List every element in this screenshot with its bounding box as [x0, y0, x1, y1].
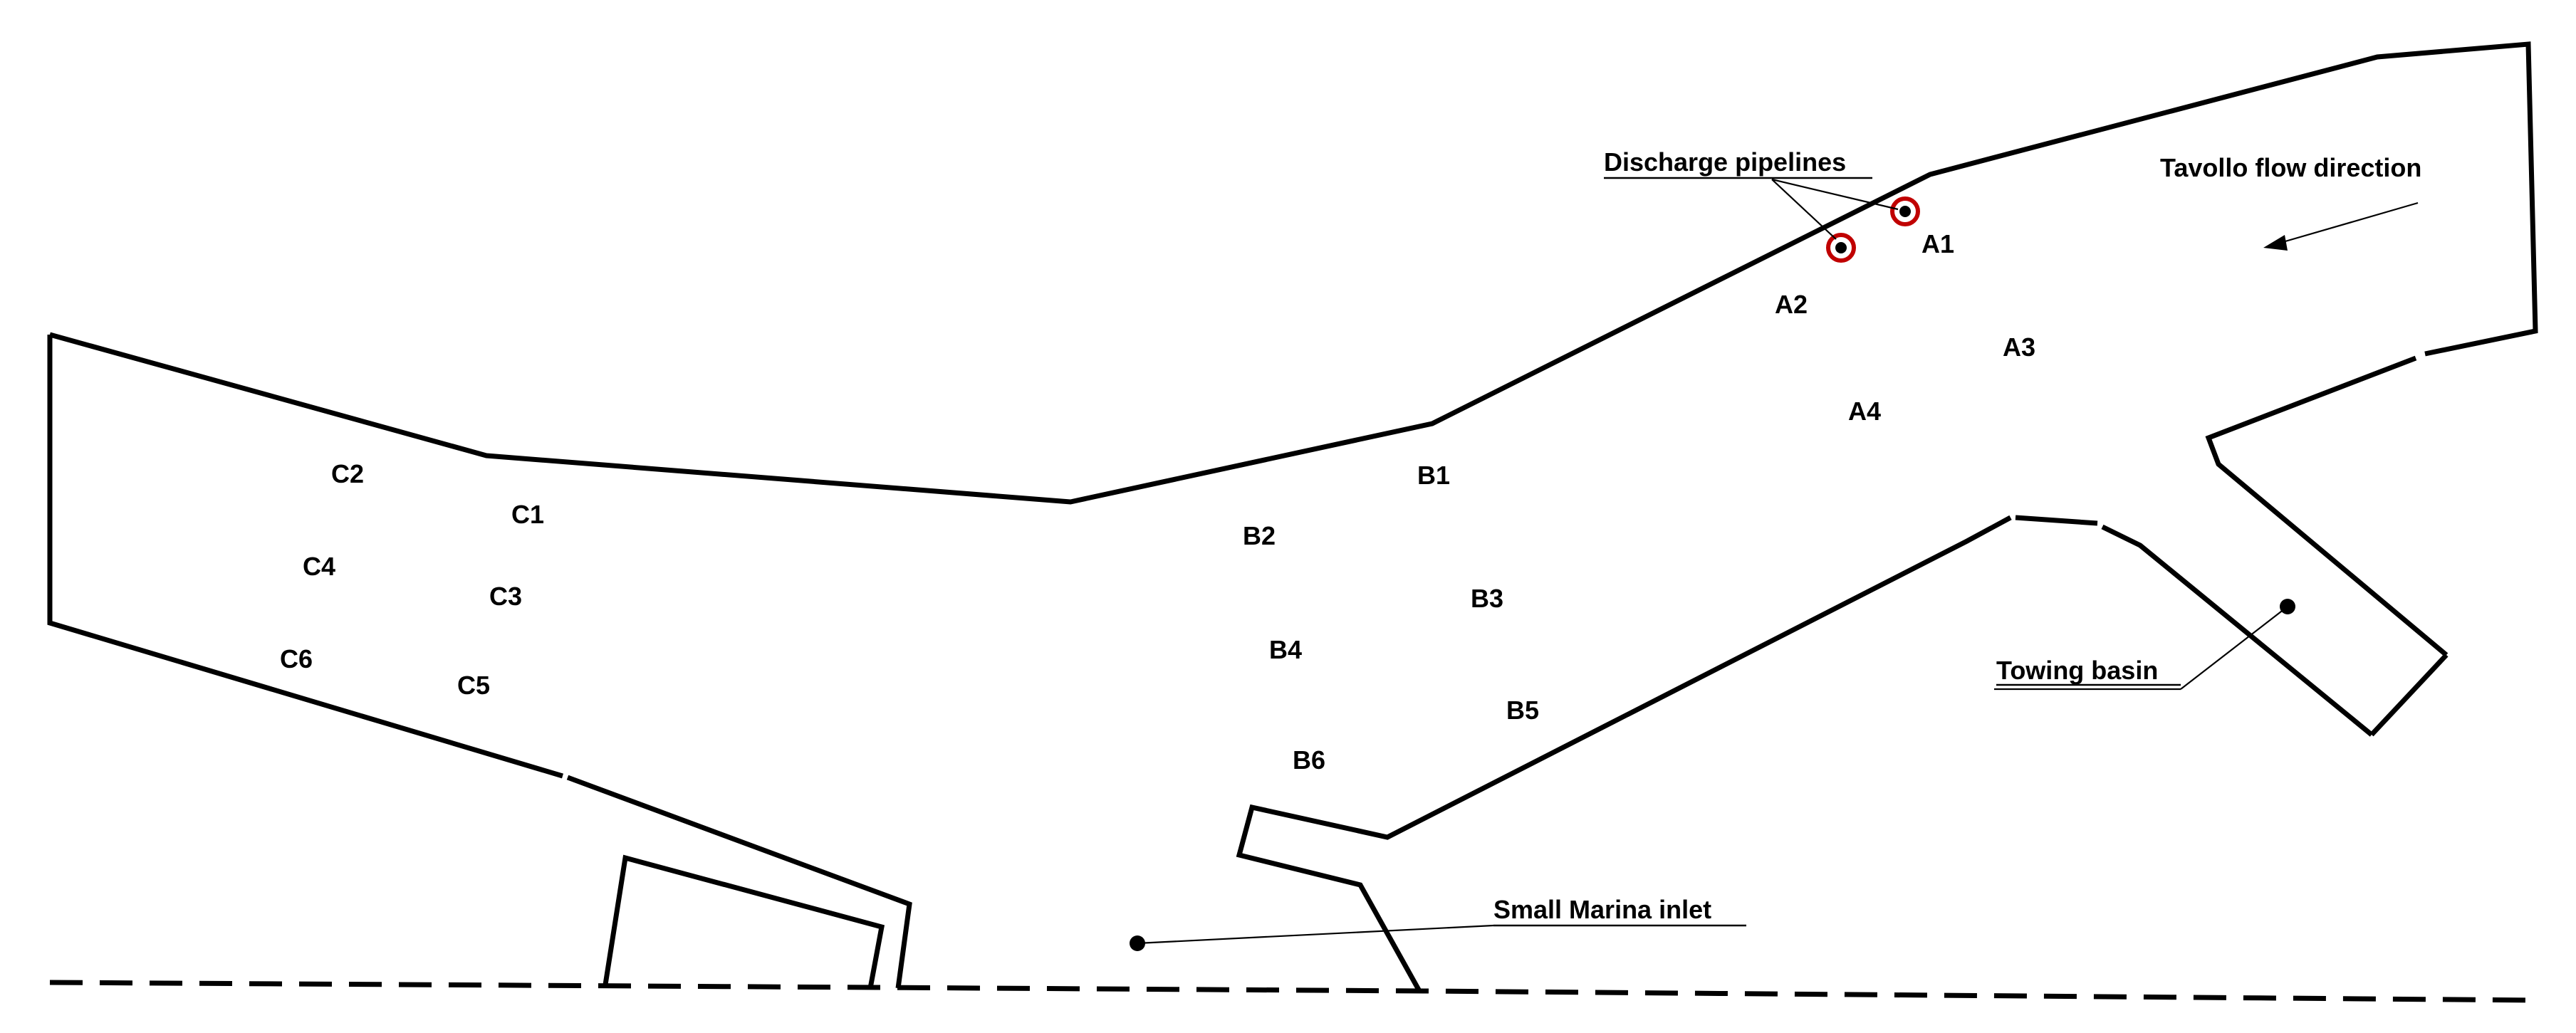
pipeline-leader-1 — [1771, 178, 1899, 211]
towing-basin-marker — [1994, 599, 2295, 691]
station-c2: C2 — [331, 459, 364, 488]
station-b1: B1 — [1417, 461, 1450, 490]
harbor-left-boundary — [47, 335, 564, 779]
station-c3: C3 — [489, 582, 522, 611]
station-a1: A1 — [1921, 229, 1954, 258]
station-a2: A2 — [1775, 290, 1808, 319]
harbor-upper-boundary — [49, 41, 2538, 505]
station-a4: A4 — [1848, 397, 1881, 426]
station-c1: C1 — [511, 500, 544, 529]
harbor-right-boundary — [2205, 355, 2449, 657]
station-c4: C4 — [303, 552, 335, 581]
discharge-pipelines-label: Discharge pipelines — [1604, 147, 1846, 177]
discharge-pipeline-2 — [1826, 233, 1856, 263]
basin-connector — [2015, 515, 2098, 526]
coastline-dashed — [49, 980, 2536, 1003]
small-marina-inlet-marker — [1130, 924, 1494, 951]
pipeline-leader-2 — [1771, 179, 1837, 240]
towing-basin-end — [2369, 653, 2449, 737]
inner-quay — [1236, 515, 2012, 992]
west-pier — [603, 854, 885, 989]
station-c6: C6 — [280, 644, 313, 673]
discharge-pipeline-1 — [1890, 196, 1920, 226]
station-a3: A3 — [2003, 332, 2035, 362]
west-breakwater — [566, 775, 912, 989]
station-b2: B2 — [1243, 521, 1276, 550]
towing-basin-lower — [2101, 524, 2374, 737]
towing-basin-label: Towing basin — [1996, 656, 2158, 685]
station-b6: B6 — [1293, 745, 1325, 775]
station-b5: B5 — [1506, 696, 1539, 725]
small-marina-inlet-label: Small Marina inlet — [1493, 895, 1711, 924]
station-b3: B3 — [1471, 584, 1503, 613]
station-c5: C5 — [457, 671, 490, 700]
flow-direction-label: Tavollo flow direction — [2160, 153, 2421, 182]
station-b4: B4 — [1269, 635, 1302, 664]
flow-direction-arrow — [2263, 201, 2419, 251]
